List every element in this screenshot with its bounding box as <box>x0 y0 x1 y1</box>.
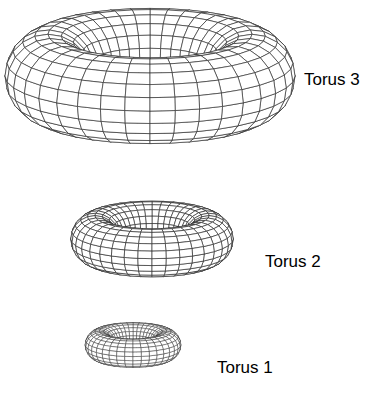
wireframe-cell <box>150 59 170 65</box>
wireframe-cell <box>125 97 150 111</box>
wireframe-cell <box>150 84 175 98</box>
wireframe-cell <box>139 237 152 244</box>
wireframe-cell <box>165 243 179 251</box>
wireframe-cell <box>138 251 152 259</box>
wireframe-cell <box>152 216 159 223</box>
wireframe-cell <box>125 243 139 251</box>
wireframe-cell <box>175 109 200 123</box>
torus-wireframe <box>85 323 181 368</box>
wireframe-cell <box>170 63 194 73</box>
wireframe-cell <box>128 64 150 73</box>
wireframe-cell <box>100 109 125 123</box>
wireframe-cell <box>174 121 199 133</box>
wireframe-cell <box>103 71 128 84</box>
wireframe-cell <box>152 232 164 237</box>
wireframe-cell <box>137 24 150 36</box>
wireframe-cell <box>124 250 138 258</box>
wireframe-cell <box>126 236 140 243</box>
torus-wireframe <box>5 8 295 143</box>
wireframe-cell <box>106 63 130 73</box>
wireframe-cell <box>124 257 138 265</box>
wireframe-cell <box>152 271 165 275</box>
wireframe-cell <box>101 121 126 133</box>
wireframe-cell <box>111 249 124 258</box>
wireframe-cell <box>57 90 79 107</box>
wireframe-cell <box>100 96 125 111</box>
wireframe-cell <box>150 97 175 111</box>
wireframe-cell <box>150 10 168 16</box>
wireframe-cell <box>129 332 133 336</box>
wireframe-cell <box>150 73 174 85</box>
wireframe-cell <box>130 59 150 65</box>
wireframe-cell <box>139 271 152 275</box>
wireframe-cell <box>135 15 150 24</box>
wireframe-cell <box>138 35 150 48</box>
wireframe-cell <box>166 250 180 258</box>
wireframe-cell <box>221 90 243 107</box>
wireframe-cell <box>150 133 174 140</box>
wireframe-cell <box>166 257 180 265</box>
wireframe-cell <box>179 249 192 258</box>
wireframe-cell <box>133 332 137 336</box>
wireframe-cell <box>78 93 102 109</box>
wireframe-cell <box>138 265 152 271</box>
wireframe-cell <box>150 111 175 124</box>
wireframe-cell <box>150 35 162 48</box>
wireframe-cell <box>152 244 166 252</box>
wireframe-cell <box>145 216 152 223</box>
wireframe-cell <box>150 123 175 134</box>
wireframe-cell <box>150 24 163 36</box>
wireframe-cell <box>150 15 165 24</box>
wireframe-cell <box>152 210 159 217</box>
wireframe-cell <box>125 123 150 134</box>
wireframe-cell <box>164 236 178 243</box>
wireframe-cell <box>101 83 126 98</box>
wireframe-cell <box>126 73 150 85</box>
wireframe-cell <box>150 64 172 73</box>
wireframe-cell <box>145 210 152 217</box>
wireframe-cell <box>140 232 152 237</box>
wireframe-cell <box>126 133 150 140</box>
wireframe-cell <box>174 83 199 98</box>
wireframe-cell <box>192 247 204 256</box>
wireframe-cell <box>132 10 150 16</box>
wireframe-cell <box>100 247 112 256</box>
wireframe-cell <box>172 71 197 84</box>
wireframe-cell <box>138 244 152 252</box>
wireframe-cell <box>152 251 166 259</box>
wireframe-cell <box>152 237 165 244</box>
wireframe-cell <box>138 258 152 265</box>
wireframe-cell <box>175 96 200 111</box>
wireframe-cell <box>152 258 166 265</box>
wireframe-cell <box>152 265 166 271</box>
wireframe-cell <box>125 84 150 98</box>
wireframe-cell <box>199 93 223 109</box>
torus-wireframe <box>71 201 233 277</box>
wireframe-cell <box>125 111 150 124</box>
